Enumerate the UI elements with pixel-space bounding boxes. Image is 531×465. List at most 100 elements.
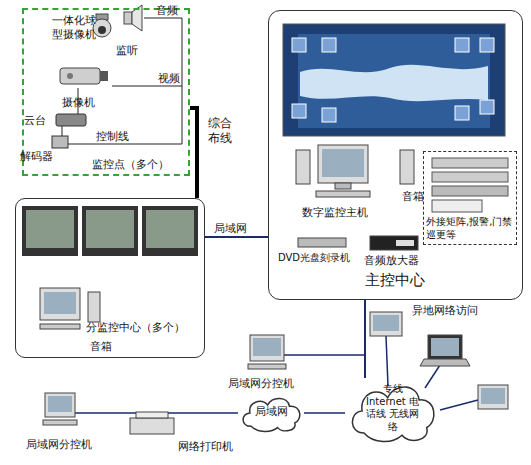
- main-computer: [432, 158, 508, 168]
- device-label: 音频: [156, 4, 178, 18]
- client-computer: [130, 418, 174, 434]
- monitor-wall: [86, 210, 134, 248]
- connector-label: 局域网: [214, 222, 247, 236]
- monitor-wall: [22, 206, 78, 256]
- pan-tilt-icon: [56, 114, 86, 126]
- node-text: 局域网: [238, 405, 304, 419]
- monitor-wall: [146, 210, 194, 248]
- device-label: 数字监控主机: [302, 206, 368, 220]
- device-label: 监听: [116, 44, 138, 58]
- dome-camera: [98, 26, 106, 34]
- video-wall: [455, 38, 469, 52]
- device-label: 解码器: [20, 150, 53, 164]
- client-computer: [250, 335, 284, 361]
- video-wall: [322, 108, 336, 122]
- monitor-wall: [82, 206, 138, 256]
- client-computer: [253, 338, 281, 356]
- main-computer: [298, 238, 346, 247]
- main-computer: [396, 240, 414, 246]
- monitor-wall: [26, 210, 74, 248]
- video-wall: [455, 106, 469, 120]
- main-computer: [316, 191, 370, 197]
- main-computer: [322, 149, 364, 177]
- device-label: 视频: [158, 72, 180, 86]
- monitor-wall: [44, 292, 76, 314]
- network-line: [284, 354, 365, 356]
- client-computer: [478, 385, 508, 409]
- device-label: 局域网分控机: [228, 377, 294, 391]
- client-computer: [431, 338, 459, 356]
- main-computer: [318, 145, 368, 183]
- monitor-wall: [40, 324, 80, 329]
- device-label: 一体化球型摄像机: [52, 14, 98, 42]
- client-computer: [248, 364, 286, 369]
- camera-icon: [67, 73, 73, 79]
- node-text: 分监控中心（多个）: [86, 321, 202, 335]
- video-wall: [322, 38, 336, 52]
- connector-line: [205, 236, 268, 238]
- network-line: [386, 336, 388, 386]
- main-computer: [432, 186, 508, 196]
- network-line: [425, 365, 440, 388]
- client-computer: [45, 393, 75, 417]
- video-wall: [480, 100, 494, 114]
- main-computer: [296, 145, 508, 250]
- connector-line: [190, 108, 197, 198]
- client-computer: [43, 312, 508, 434]
- device-label: DVD光盘刻录机: [278, 252, 350, 265]
- device-label: 音箱: [90, 340, 112, 354]
- node-text: 监控点（多个）: [92, 158, 188, 172]
- video-wall: [298, 34, 490, 128]
- video-wall: [480, 38, 494, 52]
- video-wall: [292, 104, 306, 118]
- internet-cloud: 专线 Internet 电话线 无线网络: [345, 378, 440, 444]
- device-label: 控制线: [96, 130, 129, 144]
- video-wall: [292, 38, 306, 52]
- client-computer: [370, 312, 402, 336]
- pan-tilt-icon: [52, 114, 86, 148]
- node-text: 主控中心: [365, 271, 455, 290]
- main-computer: [296, 150, 310, 184]
- device-label: 摄像机: [62, 96, 95, 110]
- main-computer: [370, 236, 418, 250]
- connector-line: [364, 300, 366, 378]
- main-computer: [400, 150, 414, 184]
- main-computer: [432, 172, 508, 182]
- speaker-icon: [124, 12, 132, 24]
- monitor-wall: [142, 206, 198, 256]
- wire: [144, 18, 182, 108]
- device-label: 音频放大器: [364, 254, 419, 268]
- main-computer: [335, 183, 351, 189]
- camera-icon: [100, 71, 108, 81]
- lan-cloud: 局域网: [238, 393, 304, 433]
- device-label: 音箱: [402, 190, 424, 204]
- video-wall: [300, 65, 488, 101]
- monitor-wall: [88, 292, 100, 322]
- device-label: 网络打印机: [178, 440, 233, 454]
- node-text: 专线 Internet 电话线 无线网络: [365, 383, 420, 433]
- main-computer: [432, 200, 482, 212]
- client-computer: [136, 412, 168, 418]
- sub-monitor-box: 分监控中心（多个）: [15, 198, 205, 358]
- connector-label: 综合布线: [208, 116, 234, 146]
- device-label: 异地网络访问: [412, 304, 478, 318]
- monitor-wall: [22, 206, 198, 329]
- device-label: 云台: [24, 114, 46, 128]
- client-computer: [428, 335, 462, 359]
- video-wall: [283, 24, 505, 136]
- client-computer: [373, 315, 399, 331]
- client-computer: [48, 396, 72, 412]
- network-line: [440, 400, 478, 410]
- client-computer: [481, 388, 505, 404]
- node-text: 外接矩阵,报警,门禁 巡更等: [426, 216, 514, 241]
- device-label: 局域网分控机: [26, 438, 92, 452]
- client-computer: [420, 359, 470, 366]
- client-computer: [43, 420, 77, 425]
- connector-line: [304, 412, 345, 414]
- wire: [112, 86, 182, 87]
- video-wall: [283, 24, 505, 136]
- camera-icon: [60, 68, 108, 84]
- monitor-wall: [40, 288, 80, 320]
- external-device-box: 外接矩阵,报警,门禁 巡更等: [423, 151, 517, 245]
